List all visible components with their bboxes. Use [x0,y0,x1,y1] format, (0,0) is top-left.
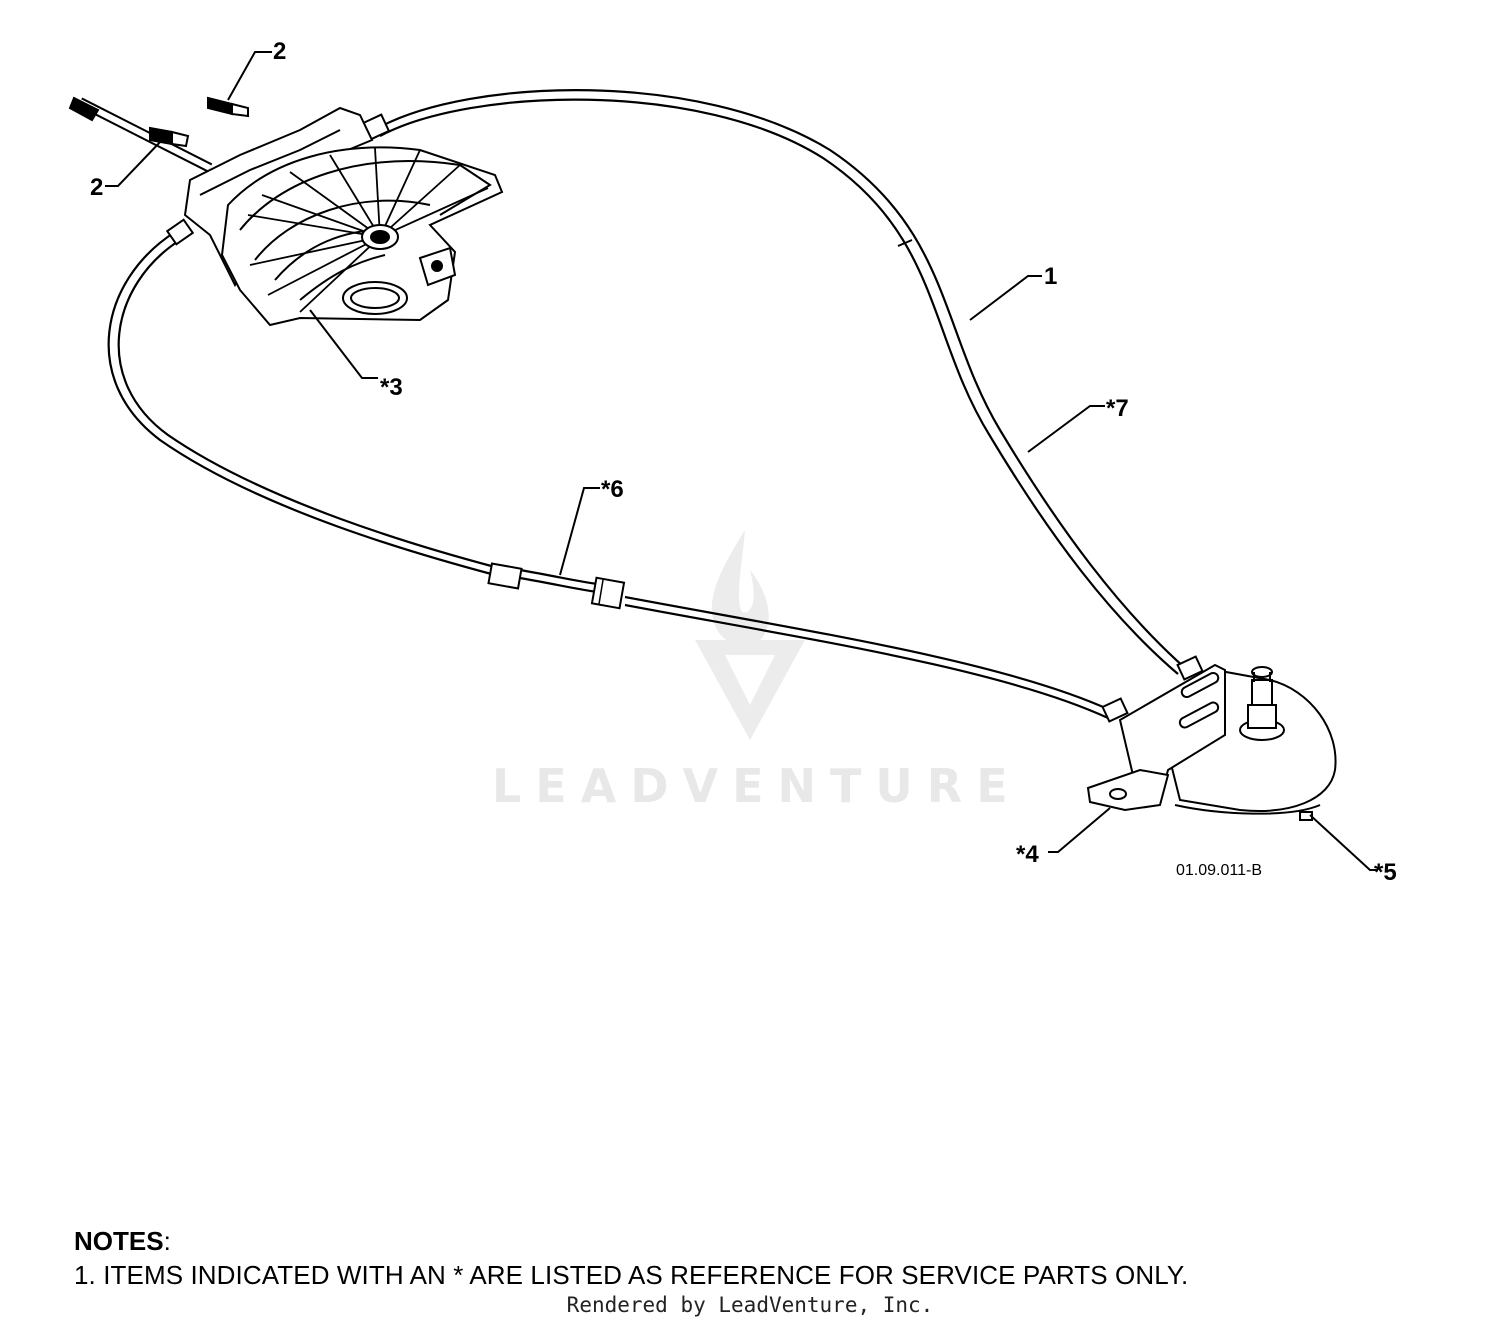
screw-2-upper [207,96,249,118]
callout-2-upper: 2 [273,38,286,65]
shifter-shaft [68,96,213,173]
leader-lines [105,51,1378,871]
cable-upper-outer [377,89,1186,669]
screw-2-lower [149,126,190,148]
notes-heading-colon: : [163,1226,171,1256]
notes-heading-line: NOTES: [74,1224,1474,1258]
callout-7: *7 [1106,395,1129,422]
cable-lower-inner [117,239,496,569]
notes-line-1: 1. ITEMS INDICATED WITH AN * ARE LISTED … [74,1260,1189,1290]
notes-block: NOTES: 1. ITEMS INDICATED WITH AN * ARE … [74,1224,1474,1292]
cable-assembly [107,89,1186,719]
callout-2-lower: 2 [90,174,103,201]
watermark-text: LEADVENTURE [492,759,1022,813]
cable-upper-inner [379,98,1179,675]
rendered-by-footer: Rendered by LeadVenture, Inc. [566,1293,934,1317]
notes-heading: NOTES [74,1226,164,1256]
shifter-assembly [68,96,504,327]
cable-lower-outer [107,231,496,577]
callout-5: *5 [1374,859,1397,886]
callout-4: *4 [1016,841,1039,868]
callout-1: 1 [1044,263,1057,290]
callout-6: *6 [601,476,624,503]
lower-bracket-assembly [1086,655,1337,821]
figure-code: 01.09.011-B [1176,862,1262,879]
callout-3: *3 [380,374,403,401]
